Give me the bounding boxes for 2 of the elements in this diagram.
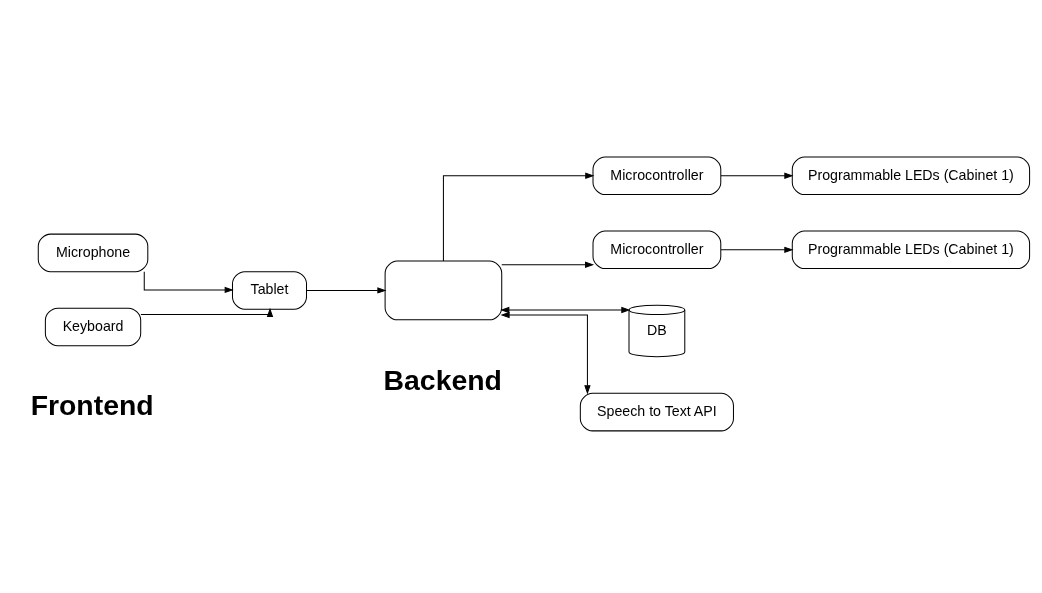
label: Frontend <box>30 389 154 422</box>
label: Backend <box>383 363 502 396</box>
